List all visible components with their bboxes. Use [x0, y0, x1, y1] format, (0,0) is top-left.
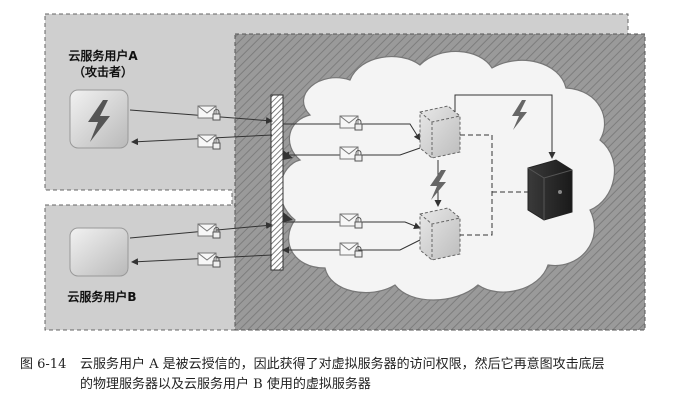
- lock-icon: [212, 227, 221, 239]
- attack-path-virtual-b: [430, 160, 446, 207]
- user-a-label: 云服务用户A （攻击者）: [58, 48, 148, 80]
- caption-line-1: 云服务用户 A 是被云授信的，因此获得了对虚拟服务器的访问权限，然后它再意图攻击…: [80, 357, 605, 372]
- user-a-icon: [69, 89, 129, 149]
- virtual-to-physical-links: [460, 134, 528, 236]
- lock-icon: [354, 246, 363, 258]
- virtual-server-a: [419, 105, 461, 159]
- lock-icon: [354, 150, 363, 162]
- figure-number: 图 6-14: [20, 357, 67, 372]
- envelope-icon: [339, 146, 359, 160]
- lightning-icon: [512, 100, 527, 130]
- cloud-shape: [279, 50, 615, 301]
- firewall-notch-bottom: [283, 212, 293, 222]
- user-a-label-line2: （攻击者）: [72, 65, 133, 79]
- lock-icon: [354, 217, 363, 229]
- firewall: [270, 94, 284, 271]
- envelope-icon: [197, 252, 217, 266]
- user-b-label: 云服务用户B: [67, 290, 137, 304]
- envelope-icon: [197, 105, 217, 119]
- lock-icon: [212, 138, 221, 150]
- lock-icon: [354, 119, 363, 131]
- physical-server: [527, 159, 573, 221]
- envelope-icon: [339, 213, 359, 227]
- lock-icon: [212, 109, 221, 121]
- lock-icon: [212, 256, 221, 268]
- virtual-server-b: [419, 207, 461, 261]
- envelope-icon: [339, 115, 359, 129]
- user-b-icon: [69, 227, 129, 277]
- attack-path-physical: [454, 94, 556, 159]
- user-a-label-line1: 云服务用户A: [68, 49, 138, 63]
- envelope-icon: [339, 242, 359, 256]
- figure-caption: 图 6-14 云服务用户 A 是被云授信的，因此获得了对虚拟服务器的访问权限，然后…: [20, 355, 670, 395]
- lightning-icon: [430, 170, 446, 200]
- lightning-icon: [88, 100, 110, 142]
- envelope-icon: [197, 134, 217, 148]
- envelope-icon: [197, 223, 217, 237]
- caption-line-2: 的物理服务器以及云服务用户 B 使用的虚拟服务器: [80, 377, 371, 392]
